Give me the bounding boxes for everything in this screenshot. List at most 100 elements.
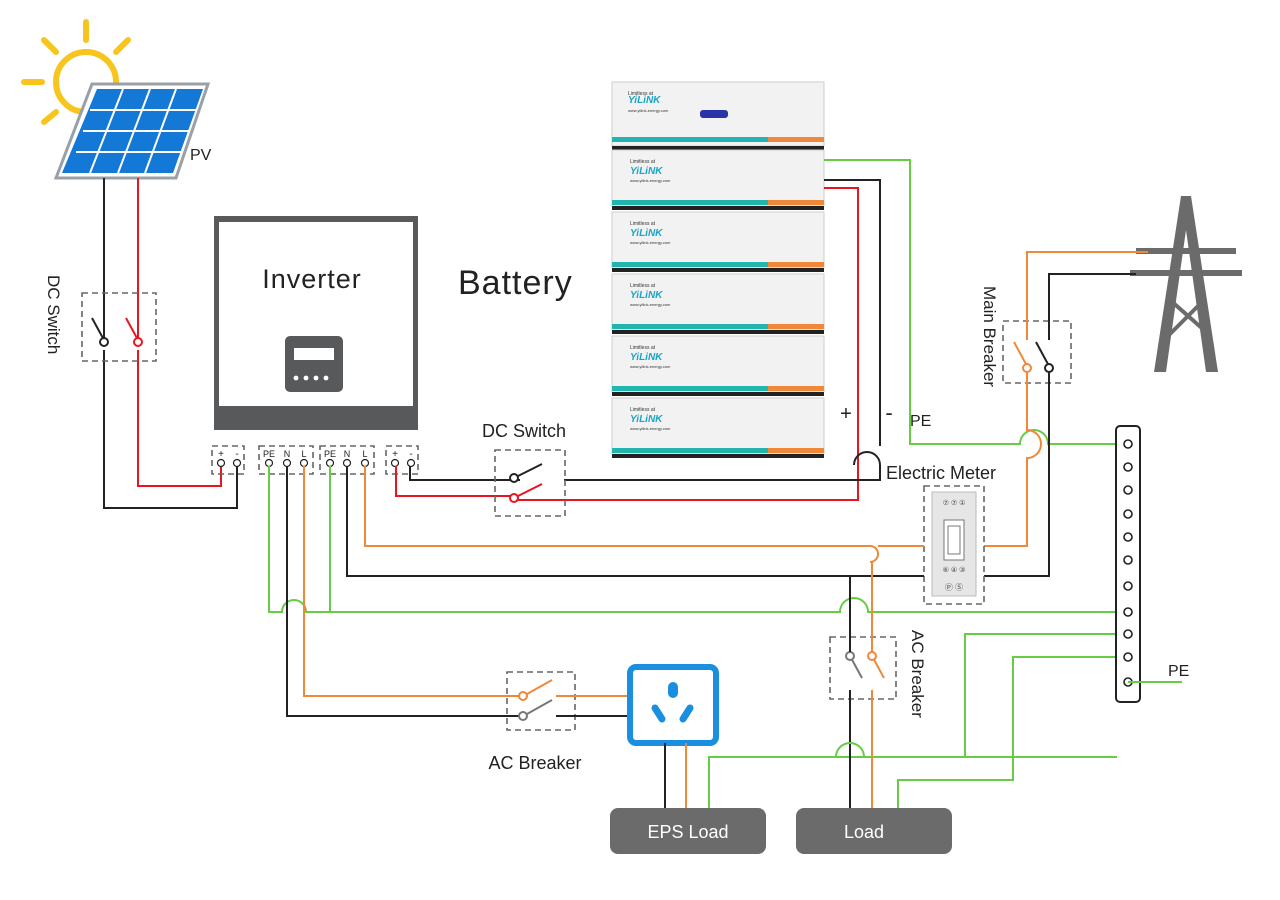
svg-text:www.yilink-energy.com: www.yilink-energy.com [630,426,671,431]
eps-load-pe-wire [708,756,1117,810]
inverter-display [285,336,343,392]
grid-live-wire [984,251,1148,547]
solar-panel-icon [53,82,211,180]
svg-text:YiLiNK: YiLiNK [630,414,663,425]
ac-breaker-bottom-contacts [518,679,553,721]
terminal-ac-grid: PE N L [319,445,375,475]
inverter [214,216,418,430]
svg-text:www.yilink-energy.com: www.yilink-energy.com [630,240,671,245]
svg-text:⑥ ④ ③: ⑥ ④ ③ [943,566,966,574]
main-breaker-label: Main Breaker [980,286,999,387]
eps-neutral-wire [286,466,520,717]
svg-text:N: N [344,449,351,459]
power-tower-icon [1130,196,1242,372]
load-box[interactable]: Load [796,808,952,854]
pe-bus-terminals [1123,439,1133,687]
dc-switch-middle-contacts [509,463,543,503]
electric-meter-body: ⑦ ⑦ ① ⑥ ④ ③ Ⓟ Ⓢ [931,491,977,597]
svg-text:www.yilink-energy.com: www.yilink-energy.com [630,364,671,369]
load-pe-wire [897,656,1117,810]
main-breaker-contacts [1013,341,1054,373]
svg-text:www.yilink-energy.com: www.yilink-energy.com [630,178,671,183]
grid-neutral-wire [984,273,1136,577]
load-label: Load [844,822,884,842]
pe-bar-link-wire [964,633,1117,757]
pe-terminal [1123,652,1133,662]
inverter-label: Inverter [262,264,362,294]
battery-label: Battery [458,264,573,302]
svg-text:YiLiNK: YiLiNK [630,352,663,363]
battery-pe-wire [824,159,1117,445]
svg-text:+: + [218,449,224,460]
pe-terminal [1123,485,1133,495]
eps-live-wire [303,466,520,697]
terminal-dc-in: + - [211,445,245,475]
load-pe-hop [835,742,865,758]
pv-negative-wire [103,178,238,509]
pe-terminal [1123,462,1133,472]
pe-terminal [1123,581,1133,591]
pe-terminal [1123,439,1133,449]
eps-load-box[interactable]: EPS Load [610,808,766,854]
battery-plus-label: + [840,403,852,425]
eps-load-label: EPS Load [647,822,728,842]
inverter-grid-live-wire [364,466,924,563]
dc-switch-left-contacts [91,317,143,347]
pe-terminal [1123,509,1133,519]
ac-breaker-bottom[interactable] [506,671,576,731]
svg-text:L: L [301,449,306,459]
dc-switch-left[interactable] [81,292,157,362]
pe-terminal [1123,629,1133,639]
svg-text:-: - [235,449,238,460]
svg-text:Limitless at: Limitless at [630,407,656,413]
svg-text:⑦ ⑦ ①: ⑦ ⑦ ① [943,499,966,507]
svg-text:PE: PE [324,449,336,459]
main-breaker[interactable] [1002,320,1072,384]
svg-text:Limitless at: Limitless at [628,91,654,97]
pe-bar-label: PE [1168,663,1189,680]
battery-positive-wire [395,187,859,501]
svg-text:YiLiNK: YiLiNK [630,228,663,239]
svg-text:L: L [362,449,367,459]
svg-text:Limitless at: Limitless at [630,221,656,227]
pv-positive-wire [137,178,222,487]
inverter-grid-pe-wire [329,466,1117,613]
svg-text:N: N [284,449,291,459]
dc-switch-left-label: DC Switch [44,275,63,354]
battery-negative-hop [853,451,881,466]
svg-text:PE: PE [263,449,275,459]
terminal-battery: + - [385,445,419,475]
electric-meter-label: Electric Meter [886,463,996,483]
ac-breaker-right[interactable] [829,636,897,700]
svg-text:YiLiNK: YiLiNK [628,95,661,106]
svg-text:www.yilink-energy.com: www.yilink-energy.com [628,108,669,113]
pe-top-label: PE [910,413,931,430]
svg-text:Ⓟ Ⓢ: Ⓟ Ⓢ [945,583,963,592]
svg-text:Limitless at: Limitless at [630,159,656,165]
pe-terminal [1123,607,1133,617]
battery-stack: YiLiNK Limitless at www.yilink-energy.co… [611,81,825,150]
ac-breaker-right-contacts [845,651,885,679]
pv-label: PV [190,147,212,164]
dc-switch-middle-label: DC Switch [482,421,566,441]
dc-switch-middle[interactable] [494,449,566,517]
svg-text:YiLiNK: YiLiNK [630,166,663,177]
battery-minus-label: - [885,400,892,425]
eps-pe-wire [268,466,330,613]
svg-text:-: - [409,449,412,460]
ac-breaker-bottom-label: AC Breaker [488,753,581,773]
pe-terminal [1123,532,1133,542]
electric-meter[interactable] [923,485,985,605]
ac-breaker-right-label: AC Breaker [908,630,927,718]
svg-text:Limitless at: Limitless at [630,345,656,351]
socket-icon [627,664,719,746]
inverter-grid-neutral-wire [346,466,924,577]
